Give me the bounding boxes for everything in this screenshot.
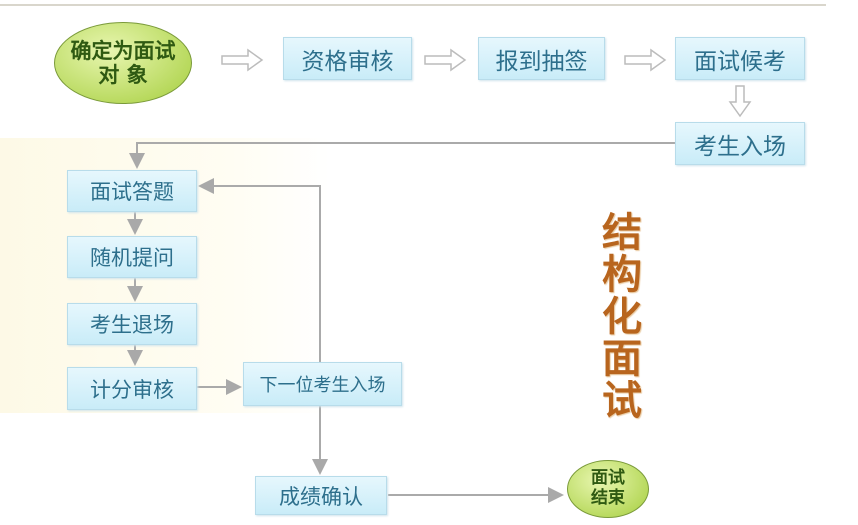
step-random: 随机提问: [67, 236, 197, 278]
step-exit: 考生退场: [67, 303, 197, 345]
step-answer: 面试答题: [67, 170, 197, 212]
step-enter: 考生入场: [675, 122, 805, 165]
step-scoring: 计分审核: [67, 367, 197, 410]
step-waiting: 面试候考: [675, 37, 805, 80]
hollow-arrow-down: [728, 85, 752, 118]
step-qualification: 资格审核: [283, 37, 412, 80]
hollow-arrow-3: [624, 48, 667, 72]
hollow-arrow-1: [221, 48, 264, 72]
end-line1: 面试: [591, 468, 625, 489]
end-line2: 结束: [591, 488, 625, 508]
start-line2: 对 象: [98, 63, 148, 87]
hollow-arrow-2: [424, 48, 467, 72]
step-checkin: 报到抽签: [478, 37, 605, 80]
start-node: 确定为面试 对 象: [54, 22, 192, 104]
connector-next-loop: [198, 178, 321, 362]
end-node: 面试 结束: [567, 460, 649, 518]
step-next-candidate: 下一位考生入场: [243, 362, 402, 406]
step-confirm: 成绩确认: [255, 476, 387, 515]
start-line1: 确定为面试: [70, 38, 176, 63]
connector-enter-to-answer: [129, 142, 675, 169]
diagram-title: 结构化面试: [602, 210, 642, 424]
top-divider: [0, 4, 826, 6]
